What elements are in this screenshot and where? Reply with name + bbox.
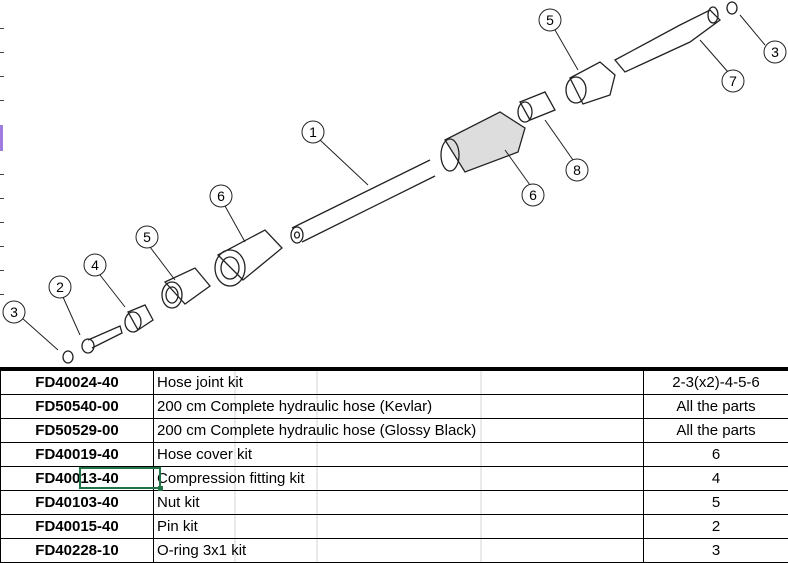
exploded-hose-diagram: 3 2 4 5 6 1 6 8 5 7 3 <box>0 0 788 368</box>
part-code-cell[interactable]: FD40013-40 <box>1 467 154 491</box>
hose-cover-right <box>441 112 525 172</box>
svg-text:5: 5 <box>143 229 151 245</box>
o-ring-left <box>63 351 73 363</box>
svg-text:8: 8 <box>573 162 581 178</box>
description-cell[interactable]: O-ring 3x1 kit <box>154 539 644 563</box>
svg-text:4: 4 <box>91 257 99 273</box>
callout-3-left: 3 <box>3 301 25 323</box>
parts-ref-cell[interactable]: 2 <box>644 515 788 539</box>
description-cell[interactable]: Hose cover kit <box>154 443 644 467</box>
nut-left <box>162 268 210 308</box>
parts-ref-cell[interactable]: 4 <box>644 467 788 491</box>
parts-ref-cell[interactable]: All the parts <box>644 419 788 443</box>
description-cell[interactable]: Pin kit <box>154 515 644 539</box>
part-code-cell[interactable]: FD40019-40 <box>1 443 154 467</box>
svg-text:2: 2 <box>56 279 64 295</box>
callout-4: 4 <box>84 254 106 276</box>
parts-ref-cell[interactable]: 2-3(x2)-4-5-6 <box>644 371 788 395</box>
ring-right <box>518 92 555 122</box>
svg-text:6: 6 <box>529 187 537 203</box>
callout-6-right: 6 <box>522 184 544 206</box>
callout-5-right: 5 <box>539 9 561 31</box>
svg-text:3: 3 <box>771 44 779 60</box>
callout-6-left: 6 <box>210 185 232 207</box>
description-cell[interactable]: 200 cm Complete hydraulic hose (Glossy B… <box>154 419 644 443</box>
hose-part <box>291 160 435 243</box>
pin-left <box>82 326 122 353</box>
description-cell[interactable]: 200 cm Complete hydraulic hose (Kevlar) <box>154 395 644 419</box>
part-code-cell[interactable]: FD50529-00 <box>1 419 154 443</box>
callout-1: 1 <box>302 121 324 143</box>
parts-ref-cell[interactable]: All the parts <box>644 395 788 419</box>
svg-text:5: 5 <box>546 12 554 28</box>
hose-cover-left <box>215 230 282 286</box>
part-code-cell[interactable]: FD40015-40 <box>1 515 154 539</box>
svg-text:1: 1 <box>309 124 317 140</box>
parts-ref-cell[interactable]: 6 <box>644 443 788 467</box>
nut-right <box>566 62 615 104</box>
part-code-cell[interactable]: FD50540-00 <box>1 395 154 419</box>
svg-text:6: 6 <box>217 188 225 204</box>
part-code-cell[interactable]: FD40024-40 <box>1 371 154 395</box>
svg-text:7: 7 <box>729 73 737 89</box>
fitting-right <box>615 7 720 72</box>
part-code-cell[interactable]: FD40103-40 <box>1 491 154 515</box>
callout-8: 8 <box>566 159 588 181</box>
o-ring-right <box>727 2 737 14</box>
callouts: 3 2 4 5 6 1 6 8 5 7 3 <box>3 9 786 323</box>
description-cell[interactable]: Hose joint kit <box>154 371 644 395</box>
callout-2: 2 <box>49 276 71 298</box>
parts-ref-cell[interactable]: 3 <box>644 539 788 563</box>
callout-3-right: 3 <box>764 41 786 63</box>
description-cell[interactable]: Compression fitting kit <box>154 467 644 491</box>
parts-ref-cell[interactable]: 5 <box>644 491 788 515</box>
part-code-cell[interactable]: FD40228-10 <box>1 539 154 563</box>
description-cell[interactable]: Nut kit <box>154 491 644 515</box>
compression-fitting-left <box>125 305 153 332</box>
callout-5-left: 5 <box>136 226 158 248</box>
callout-7: 7 <box>722 70 744 92</box>
svg-text:3: 3 <box>10 304 18 320</box>
